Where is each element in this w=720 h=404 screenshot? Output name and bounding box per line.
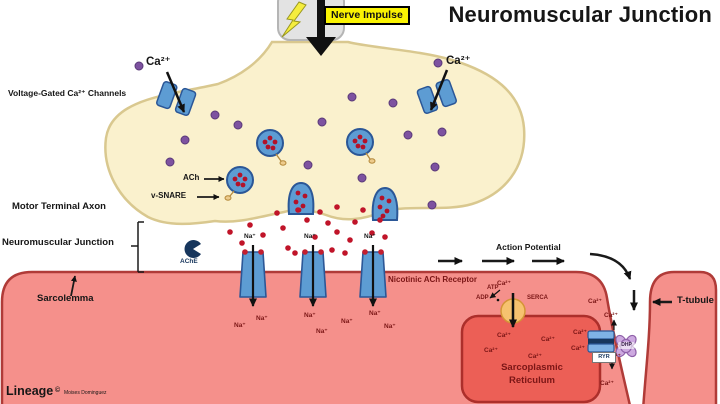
- ca-ion-particle: [180, 135, 190, 145]
- ach-molecule-particle: [312, 234, 318, 240]
- ca-ion-particle: [303, 160, 313, 170]
- nicotinic-receptor-label: Nicotinic ACh Receptor: [388, 275, 478, 284]
- voltage-gated-ca-channel: [156, 69, 457, 116]
- copyright-icon: ©: [55, 387, 61, 394]
- sarcoplasmic-reticulum-label-line2: Reticulum: [509, 375, 555, 386]
- ach-molecule-particle: [325, 220, 331, 226]
- neuromuscular-junction-label: Neuromuscular Junction: [2, 237, 114, 248]
- t-tubule-label: T-tubule: [677, 295, 714, 306]
- nerve-impulse-label: Nerve Impulse: [324, 6, 410, 25]
- ach-molecule-particle: [360, 207, 366, 213]
- ach-molecule-particle: [369, 230, 375, 236]
- ach-molecule-particle: [274, 210, 280, 216]
- nicotinic-receptor: [239, 245, 387, 307]
- ca-ion-particle: [403, 130, 413, 140]
- ach-molecule-particle: [347, 237, 353, 243]
- ach-molecule-particle: [334, 204, 340, 210]
- page-title: Neuromuscular Junction: [448, 2, 712, 27]
- nerve-impulse-arrow: [306, 0, 336, 56]
- ach-molecule-particle: [295, 207, 301, 213]
- ca-ion-particle: [347, 92, 357, 102]
- voltage-gated-channels-label: Voltage-Gated Ca²⁺ Channels: [8, 88, 127, 98]
- sarcoplasmic-reticulum-label-line1: Sarcoplasmic: [501, 362, 563, 373]
- adp-label: ADP: [476, 295, 489, 301]
- ach-molecule-particle: [317, 209, 323, 215]
- credit-author: Moises Dominguez: [64, 390, 107, 396]
- v-snare-label: v-SNARE: [151, 191, 187, 200]
- synaptic-vesicle: [224, 128, 399, 221]
- ca-ion-particle: [165, 157, 175, 167]
- ca-ion-label-right: Ca²⁺: [446, 55, 471, 67]
- ca-ion-particle: [210, 110, 220, 120]
- ca-ion-particle: [427, 200, 437, 210]
- ach-molecule-particle: [382, 234, 388, 240]
- ca-ion-particle: [437, 127, 447, 137]
- ach-molecule-particle: [304, 217, 310, 223]
- lightning-bolt-icon: [281, 1, 307, 38]
- ach-molecule-particle: [377, 217, 383, 223]
- ca-ion-particle: [357, 173, 367, 183]
- ach-molecule-particle: [352, 219, 358, 225]
- sarcoplasmic-reticulum-shape: [460, 314, 602, 404]
- ach-molecule-particle: [247, 222, 253, 228]
- ach-label: ACh: [183, 173, 200, 182]
- ach-molecule-particle: [342, 250, 348, 256]
- ache-enzyme-icon: [184, 240, 201, 258]
- ach-molecule-particle: [285, 245, 291, 251]
- ca-ion-particle: [430, 162, 440, 172]
- ca-ion-particle: [433, 58, 443, 68]
- ach-molecule-particle: [239, 240, 245, 246]
- ca-ion-label-left: Ca²⁺: [146, 56, 171, 68]
- atp-label: ATP: [487, 285, 499, 291]
- ca-ion-particle: [317, 117, 327, 127]
- serca-label: SERCA: [527, 295, 549, 301]
- ryr-channel: [587, 319, 617, 370]
- ach-molecule-particle: [329, 247, 335, 253]
- ach-molecule-particle: [280, 225, 286, 231]
- sarcolemma-label: Sarcolemma: [37, 293, 94, 304]
- serca-pump: [489, 289, 526, 328]
- action-potential-label: Action Potential: [496, 242, 561, 252]
- ach-molecule-particle: [227, 229, 233, 235]
- ryr-label: RYR: [592, 352, 616, 363]
- annotation-arrows: [70, 176, 672, 311]
- ach-molecule-particle: [260, 232, 266, 238]
- credit-logo: Lineage: [6, 384, 54, 398]
- ache-label: AChE: [180, 258, 198, 265]
- dhp-label: DHP: [618, 342, 635, 349]
- motor-terminal-axon-label: Motor Terminal Axon: [12, 201, 106, 212]
- v-snare-pin: [224, 152, 376, 201]
- ion-particles: [134, 58, 447, 256]
- ach-molecule-particle: [334, 229, 340, 235]
- ca-ion-particle: [233, 120, 243, 130]
- ach-molecule-particle: [292, 250, 298, 256]
- ca-ion-particle: [388, 98, 398, 108]
- ca-ion-particle: [134, 61, 144, 71]
